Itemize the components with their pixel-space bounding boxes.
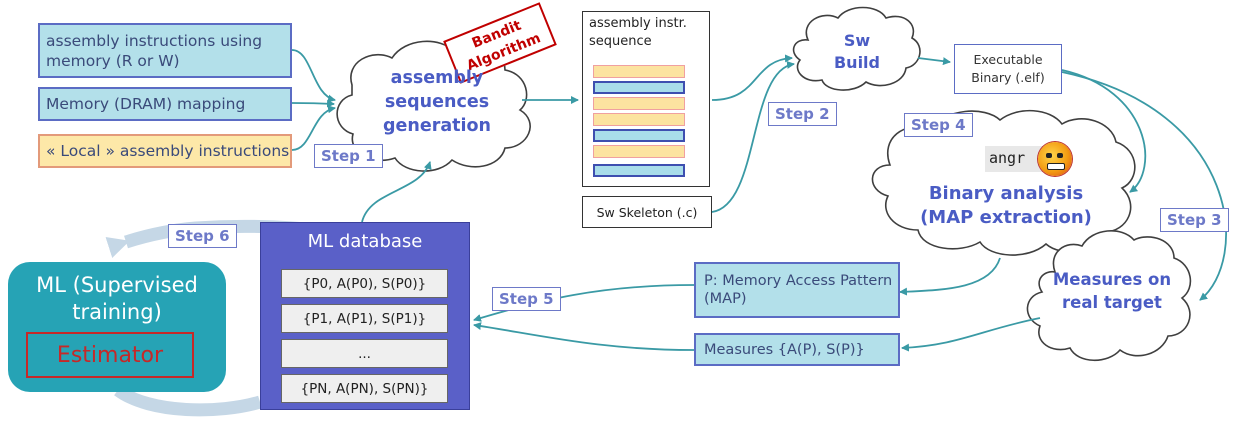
sequence-box: assembly instr. sequence [582,11,710,187]
seq-bar-memory [593,81,685,94]
analysis-cloud-label: Binary analysis (MAP extraction) [920,183,1092,228]
ml-database-row: {P0, A(P0), S(P0)} [281,269,448,298]
arrow-analysis-to-map [899,257,1001,296]
seq-bar-memory [593,129,685,142]
step-3-label: Step 3 [1160,208,1229,232]
build-cloud-shape [792,6,921,91]
estimator-label: Estimator [56,342,164,368]
step-6-label: Step 6 [168,224,237,248]
arrow-input3-to-generation [291,105,336,151]
generation-cloud-label: assembly sequences generation [382,68,491,136]
seq-bar-local [593,65,685,78]
step-4-label: Step 4 [904,113,973,137]
seq-bar-local [593,97,685,110]
arrow-skeleton-to-build [711,60,795,213]
arrow-map-to-mldb [473,284,695,322]
arrow-mldb-to-generation [361,161,432,223]
seq-bar-local [593,113,685,126]
ml-database-row: {PN, A(PN), S(PN)} [281,374,448,403]
measures-cloud-label: Measures on real target [1052,270,1172,312]
input-box-dram-mapping: Memory (DRAM) mapping [38,87,292,121]
input-label: assembly instructions using memory (R or… [46,31,263,70]
step6-feedback-arc-bottom [114,384,262,417]
angr-mascot-icon [1038,142,1072,176]
input-label: Memory (DRAM) mapping [46,95,246,113]
ml-database: ML database {P0, A(P0), S(P0)} {P1, A(P1… [260,222,470,410]
sequence-box-title: assembly instr. sequence [589,16,687,49]
arrow-input2-to-generation [291,99,335,108]
input-label: « Local » assembly instructions [46,142,290,160]
step-5-label: Step 5 [492,287,561,311]
ml-training-box: ML (Supervised training) Estimator [8,262,226,392]
skeleton-box: Sw Skeleton (.c) [582,196,712,228]
ml-database-row: {P1, A(P1), S(P1)} [281,304,448,333]
arrow-sequence-to-build [711,54,793,101]
arrow-executable-to-measures [1061,71,1227,301]
build-cloud-label: Sw Build [833,31,880,72]
ml-database-title: ML database [307,231,423,252]
map-box: P: Memory Access Pattern (MAP) [694,262,900,318]
input-box-local-instructions: « Local » assembly instructions [38,134,292,168]
ml-training-title: ML (Supervised training) [36,273,198,324]
analysis-cloud-shape [871,109,1136,256]
arrow-measures-to-measuresbox [901,317,1041,352]
arrow-build-to-executable [917,57,951,66]
arrow-measuresbox-to-mldb [473,322,695,351]
step-2-label: Step 2 [768,102,837,126]
estimator-box: Estimator [26,332,194,378]
sequence-bars [583,12,711,188]
executable-box: Executable Binary (.elf) [954,44,1062,94]
input-box-memory-instructions: assembly instructions using memory (R or… [38,23,292,78]
step-1-label: Step 1 [314,144,383,168]
measures-box: Measures {A(P), S(P)} [694,333,900,366]
ml-database-row: ... [281,339,448,368]
seq-bar-memory [593,164,685,177]
arrow-input1-to-generation [291,49,336,103]
seq-bar-local [593,145,685,158]
angr-logo: angr [985,146,1043,172]
